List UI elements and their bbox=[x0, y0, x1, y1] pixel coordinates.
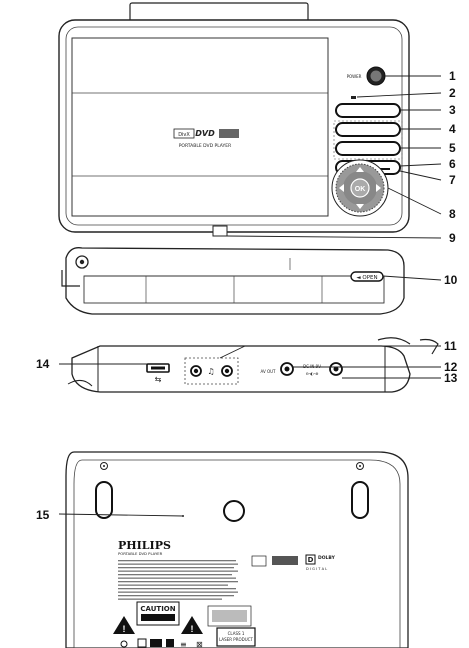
fine-print bbox=[118, 560, 238, 600]
side-view: ⇆ ♫ AV OUT DC IN 9V ⊖-◐-⊕ bbox=[67, 337, 439, 393]
svg-text:!: ! bbox=[191, 624, 194, 634]
callout-13: 13 bbox=[444, 371, 458, 385]
video-logo bbox=[219, 129, 239, 138]
bottom-subtitle: PORTABLE DVD PLAYER bbox=[118, 551, 163, 556]
caution-label: CAUTION bbox=[140, 605, 175, 613]
callout-11: 11 bbox=[444, 339, 457, 353]
class-label: CLASS 1 bbox=[228, 631, 245, 636]
class-label-box bbox=[216, 627, 256, 647]
foot-left bbox=[95, 481, 113, 519]
usb-icon: ⇆ bbox=[155, 375, 162, 384]
dc-in-label: DC IN 9V bbox=[303, 364, 321, 369]
av-out-label: AV OUT bbox=[260, 369, 276, 374]
ok-button[interactable] bbox=[350, 178, 370, 198]
front-view: ◄ OPEN bbox=[61, 247, 405, 315]
callout-2: 2 bbox=[449, 86, 456, 100]
svg-text:≡: ≡ bbox=[180, 640, 187, 648]
callout-14: 14 bbox=[36, 357, 50, 371]
top-subtitle: PORTABLE DVD PLAYER bbox=[179, 143, 232, 149]
dc-polarity-icon: ⊖-◐-⊕ bbox=[305, 371, 318, 376]
callout-3: 3 bbox=[449, 103, 456, 117]
callout-lines bbox=[58, 75, 442, 517]
warning-triangle-left bbox=[113, 616, 135, 634]
callout-9: 9 bbox=[449, 231, 456, 245]
warning-triangle-right bbox=[181, 616, 203, 634]
cert-logo-1 bbox=[251, 555, 267, 567]
compliance-icons: ≡ ⊠ bbox=[120, 638, 203, 648]
control-button-4[interactable] bbox=[335, 122, 401, 137]
open-slider[interactable] bbox=[350, 271, 384, 282]
format-logos: DivX DVD PORTABLE DVD PLAYER bbox=[173, 128, 239, 149]
callout-1: 1 bbox=[449, 69, 456, 83]
brand-name: PHILIPS bbox=[118, 539, 171, 552]
callout-numbers: 1 2 3 4 5 6 7 8 9 10 11 12 13 14 15 bbox=[36, 69, 458, 522]
foot-right bbox=[351, 481, 369, 519]
callout-12: 12 bbox=[444, 360, 458, 374]
laser-label: LASER PRODUCT bbox=[219, 637, 253, 642]
callout-15: 15 bbox=[36, 508, 50, 522]
svg-text:!: ! bbox=[123, 624, 126, 634]
dpad-left[interactable] bbox=[339, 184, 344, 192]
callout-6: 6 bbox=[449, 157, 456, 171]
navigation-pad: OK bbox=[331, 159, 389, 217]
dpad-right[interactable] bbox=[376, 184, 381, 192]
center-screw bbox=[223, 500, 245, 522]
dolby-label: DOLBY bbox=[318, 555, 336, 561]
control-button-5[interactable] bbox=[335, 141, 401, 156]
svg-text:DivX: DivX bbox=[178, 132, 190, 138]
top-view: DivX DVD PORTABLE DVD PLAYER POWER bbox=[58, 2, 410, 237]
bottom-view: PHILIPS PORTABLE DVD PLAYER D DOLBY D I … bbox=[65, 451, 409, 648]
callout-7: 7 bbox=[449, 173, 456, 187]
callout-4: 4 bbox=[449, 122, 456, 136]
digital-label: D I G I T A L bbox=[306, 567, 327, 571]
dpad-up[interactable] bbox=[356, 167, 364, 172]
cert-logo-2 bbox=[272, 556, 298, 565]
svg-text:⊠: ⊠ bbox=[196, 640, 203, 648]
ok-label: OK bbox=[355, 186, 366, 193]
divx-logo bbox=[173, 128, 195, 139]
callout-10: 10 bbox=[444, 273, 458, 287]
dpad-down[interactable] bbox=[356, 204, 364, 209]
dolby-logo bbox=[305, 554, 316, 565]
headphone-icon: ♫ bbox=[207, 367, 214, 376]
indicator-light bbox=[351, 96, 356, 99]
player-body-top bbox=[58, 19, 410, 233]
callout-5: 5 bbox=[449, 141, 456, 155]
control-button-3[interactable] bbox=[335, 103, 401, 118]
callout-8: 8 bbox=[449, 207, 456, 221]
power-label: POWER bbox=[347, 74, 362, 79]
svg-text:D: D bbox=[308, 556, 314, 564]
open-label: ◄ OPEN bbox=[356, 275, 377, 281]
dvd-logo: DVD bbox=[195, 129, 215, 138]
